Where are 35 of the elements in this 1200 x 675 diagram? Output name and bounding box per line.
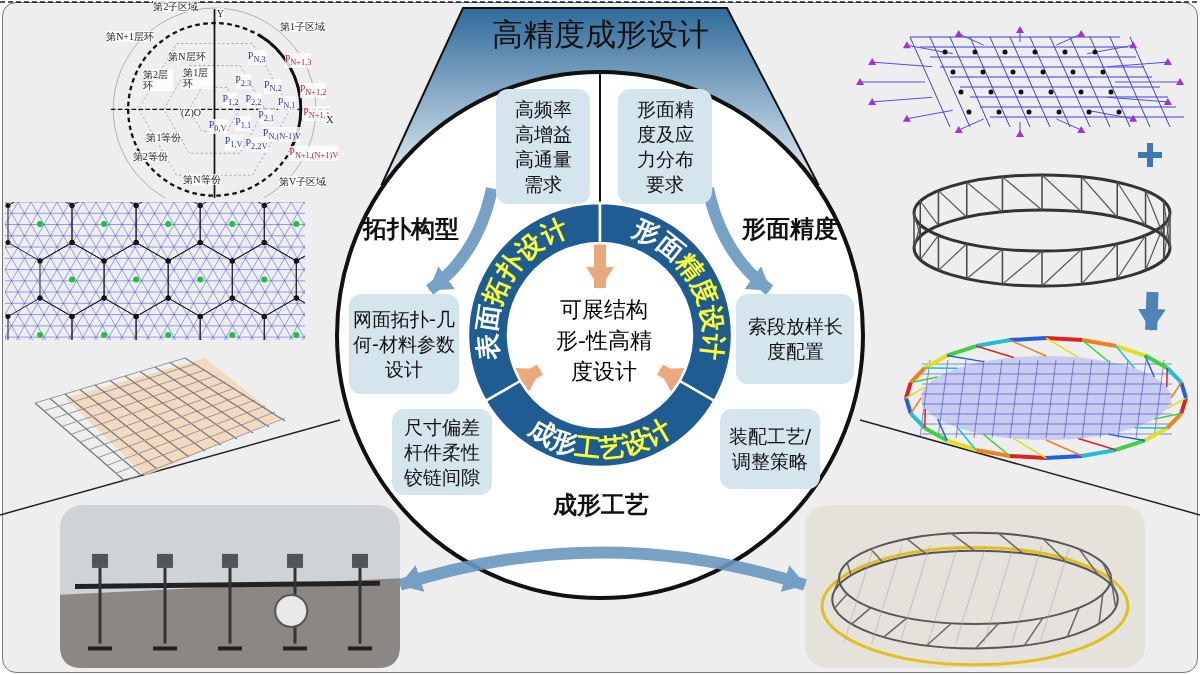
arrow — [586, 243, 614, 289]
cable-length-box: 索段放样长度配置 — [736, 294, 854, 384]
antenna-frame-drawing — [805, 505, 1145, 668]
figure-label: P$_{1,1}$ — [235, 116, 252, 132]
arrow — [514, 364, 543, 393]
figure-label: P$_{N+1,(N+1)V}$ — [289, 146, 339, 162]
figure-label: 第2层环 — [143, 69, 173, 92]
assembly-box: 装配工艺/调整策略 — [720, 409, 820, 489]
requirement-box: 高频率高增益高通量需求 — [496, 89, 590, 204]
hexagon-mesh-drawing — [5, 202, 305, 340]
figure-label: 第N等份 — [183, 173, 221, 185]
figure-label: P$_{2,1}$ — [258, 109, 275, 125]
figure-label: Y — [216, 8, 224, 20]
figure-label: 第1层环 — [183, 66, 214, 89]
requirement-box: 形面精度及应力分布要求 — [618, 89, 712, 204]
deviation-box: 尺寸偏差杆件柔性铰链间隙 — [392, 409, 492, 495]
figure-label: 第1子区域 — [280, 20, 326, 32]
parameter-box: 网面拓扑-几何-材料参数设计 — [349, 294, 459, 394]
figure-label: 第N+1层环 — [106, 31, 154, 43]
figure-label: 第V子区域 — [278, 176, 327, 188]
edge-label: 形面精度 — [741, 214, 839, 245]
arrow — [426, 187, 498, 295]
arrow — [398, 546, 807, 593]
arrow — [1137, 291, 1166, 331]
arrow — [657, 364, 686, 393]
test-rig-drawing — [60, 505, 400, 668]
edge-label: 拓扑构型 — [361, 214, 460, 245]
figure-label: 第1等份 — [146, 132, 182, 144]
figure-label: 第N层环 — [168, 50, 206, 62]
figure-label: P$_{1,2}$ — [222, 93, 239, 109]
edge-label: 成形工艺 — [552, 490, 650, 521]
figure-label: 第2等份 — [132, 150, 168, 162]
figure-label: 第2子区域 — [153, 1, 199, 13]
figure-label: P$_{2,2}$ — [245, 93, 262, 109]
figure-label: (Z)O — [181, 107, 202, 119]
